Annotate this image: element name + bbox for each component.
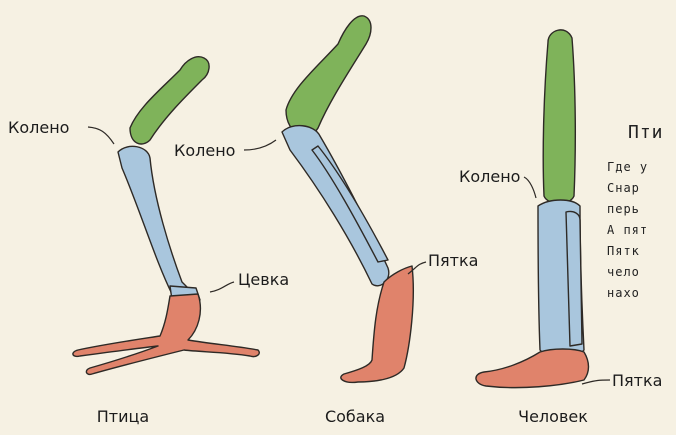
bird-foot [73,294,259,374]
human-heel-label: Пятка [612,371,662,390]
dog-leg [282,16,413,383]
dog-tibia [282,126,389,286]
dog-fibula [312,146,388,262]
human-foot [476,349,589,388]
dog-caption: Собака [295,407,415,426]
dog-heel-label: Пятка [428,251,478,270]
side-text-line: Пятк [607,244,640,258]
human-heel-leader [582,380,610,384]
side-text-line: Где у [607,160,648,174]
dog-femur [286,16,371,136]
side-text-line: А пят [607,223,648,237]
human-femur [543,30,575,204]
side-heading: Пти [628,122,664,143]
side-text-line: чело [607,265,640,279]
bird-tarsus-label: Цевка [238,270,289,289]
bird-caption: Птица [63,407,183,426]
bird-tarsus-leader [210,282,234,292]
bird-femur [130,57,209,144]
bird-leg [73,57,259,375]
side-text-line: нахо [607,286,640,300]
side-text-line: перь [607,202,640,216]
human-knee-leader [524,177,536,198]
human-leg [476,30,589,388]
bird-tibia [118,146,196,299]
bird-knee-label: Колено [8,118,69,137]
side-text-line: Снар [607,181,640,195]
human-knee-label: Колено [459,167,520,186]
human-caption: Человек [493,407,613,426]
bird-knee-leader [88,127,114,144]
dog-knee-leader [244,140,276,150]
dog-knee-label: Колено [174,141,235,160]
